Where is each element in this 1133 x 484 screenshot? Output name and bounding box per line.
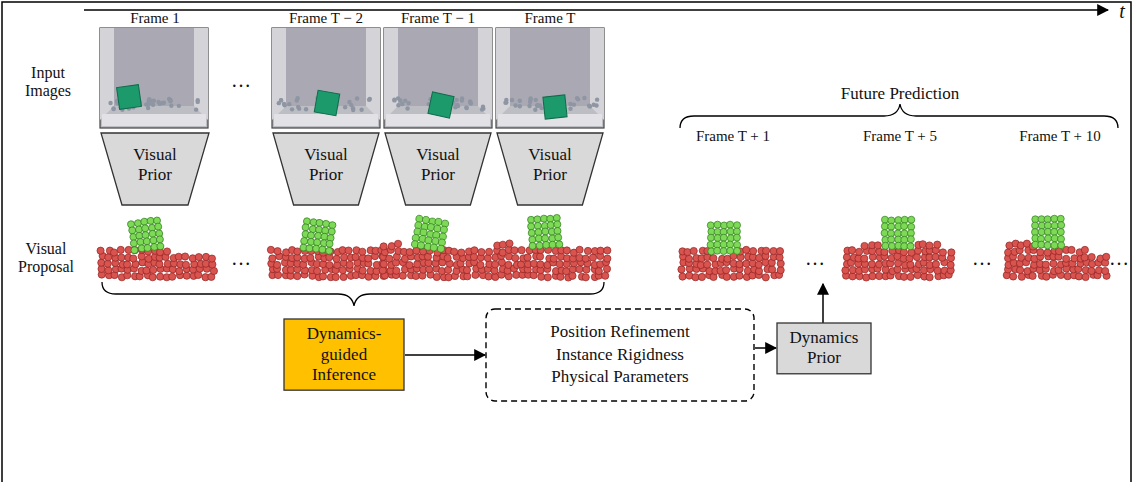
particle-cloud <box>1003 215 1110 280</box>
frame-label: Frame T + 10 <box>1019 128 1101 145</box>
process-box: Dynamics-guided Inference <box>283 318 405 391</box>
process-box: Dynamics Prior <box>776 322 872 375</box>
frame-label: Frame T + 5 <box>863 128 937 145</box>
encoder-trapezoid: Visual Prior <box>272 132 380 206</box>
particle-cloud <box>491 214 611 281</box>
node-text: Dynamics-guided Inference <box>292 324 396 385</box>
brace <box>680 104 1118 128</box>
node-text: Visual Prior <box>294 145 358 186</box>
time-axis <box>84 9 1108 11</box>
frame-label: Frame T + 1 <box>696 128 770 145</box>
particle-cloud <box>97 216 218 281</box>
node-text: Visual Prior <box>123 145 187 186</box>
node-text: Physical Parameters <box>551 366 688 389</box>
row-label: Input Images <box>13 64 83 101</box>
input-image <box>384 28 492 128</box>
frame-label: Frame T − 1 <box>401 10 475 27</box>
particle-cloud <box>678 221 784 281</box>
ellipsis: … <box>972 247 992 270</box>
dashed-box: Position RefinementInstance RigidnessPhy… <box>485 308 755 402</box>
particle-cloud <box>267 217 387 281</box>
encoder-trapezoid: Visual Prior <box>100 132 210 206</box>
frame-label: Frame T − 2 <box>289 10 363 27</box>
input-image <box>496 28 604 128</box>
node-text: Instance Rigidness <box>556 344 684 367</box>
particle-cloud <box>379 214 493 281</box>
brace <box>102 282 604 306</box>
node-text: Dynamics Prior <box>784 328 864 369</box>
ellipsis: … <box>1109 247 1129 270</box>
ellipsis: … <box>231 247 251 270</box>
flow-arrow <box>405 354 485 356</box>
encoder-trapezoid: Visual Prior <box>496 132 604 206</box>
ellipsis: … <box>231 69 251 92</box>
node-text: Visual Prior <box>406 145 470 186</box>
node-text: Visual Prior <box>518 145 582 186</box>
frame-label: Frame 1 <box>130 10 180 27</box>
group-label: Future Prediction <box>841 84 960 104</box>
row-label: Visual Proposal <box>10 240 82 277</box>
flow-arrow <box>755 347 776 349</box>
output-arrow <box>822 284 824 324</box>
particle-cloud <box>842 216 955 281</box>
frame-label: Frame T <box>525 10 576 27</box>
input-image <box>272 28 380 128</box>
axis-label: t <box>1119 0 1125 23</box>
particle-clouds <box>97 214 1110 281</box>
node-text: Position Refinement <box>550 321 689 344</box>
ellipsis: … <box>805 247 825 270</box>
encoder-trapezoid: Visual Prior <box>384 132 492 206</box>
input-images <box>100 28 604 128</box>
input-image <box>100 28 208 128</box>
